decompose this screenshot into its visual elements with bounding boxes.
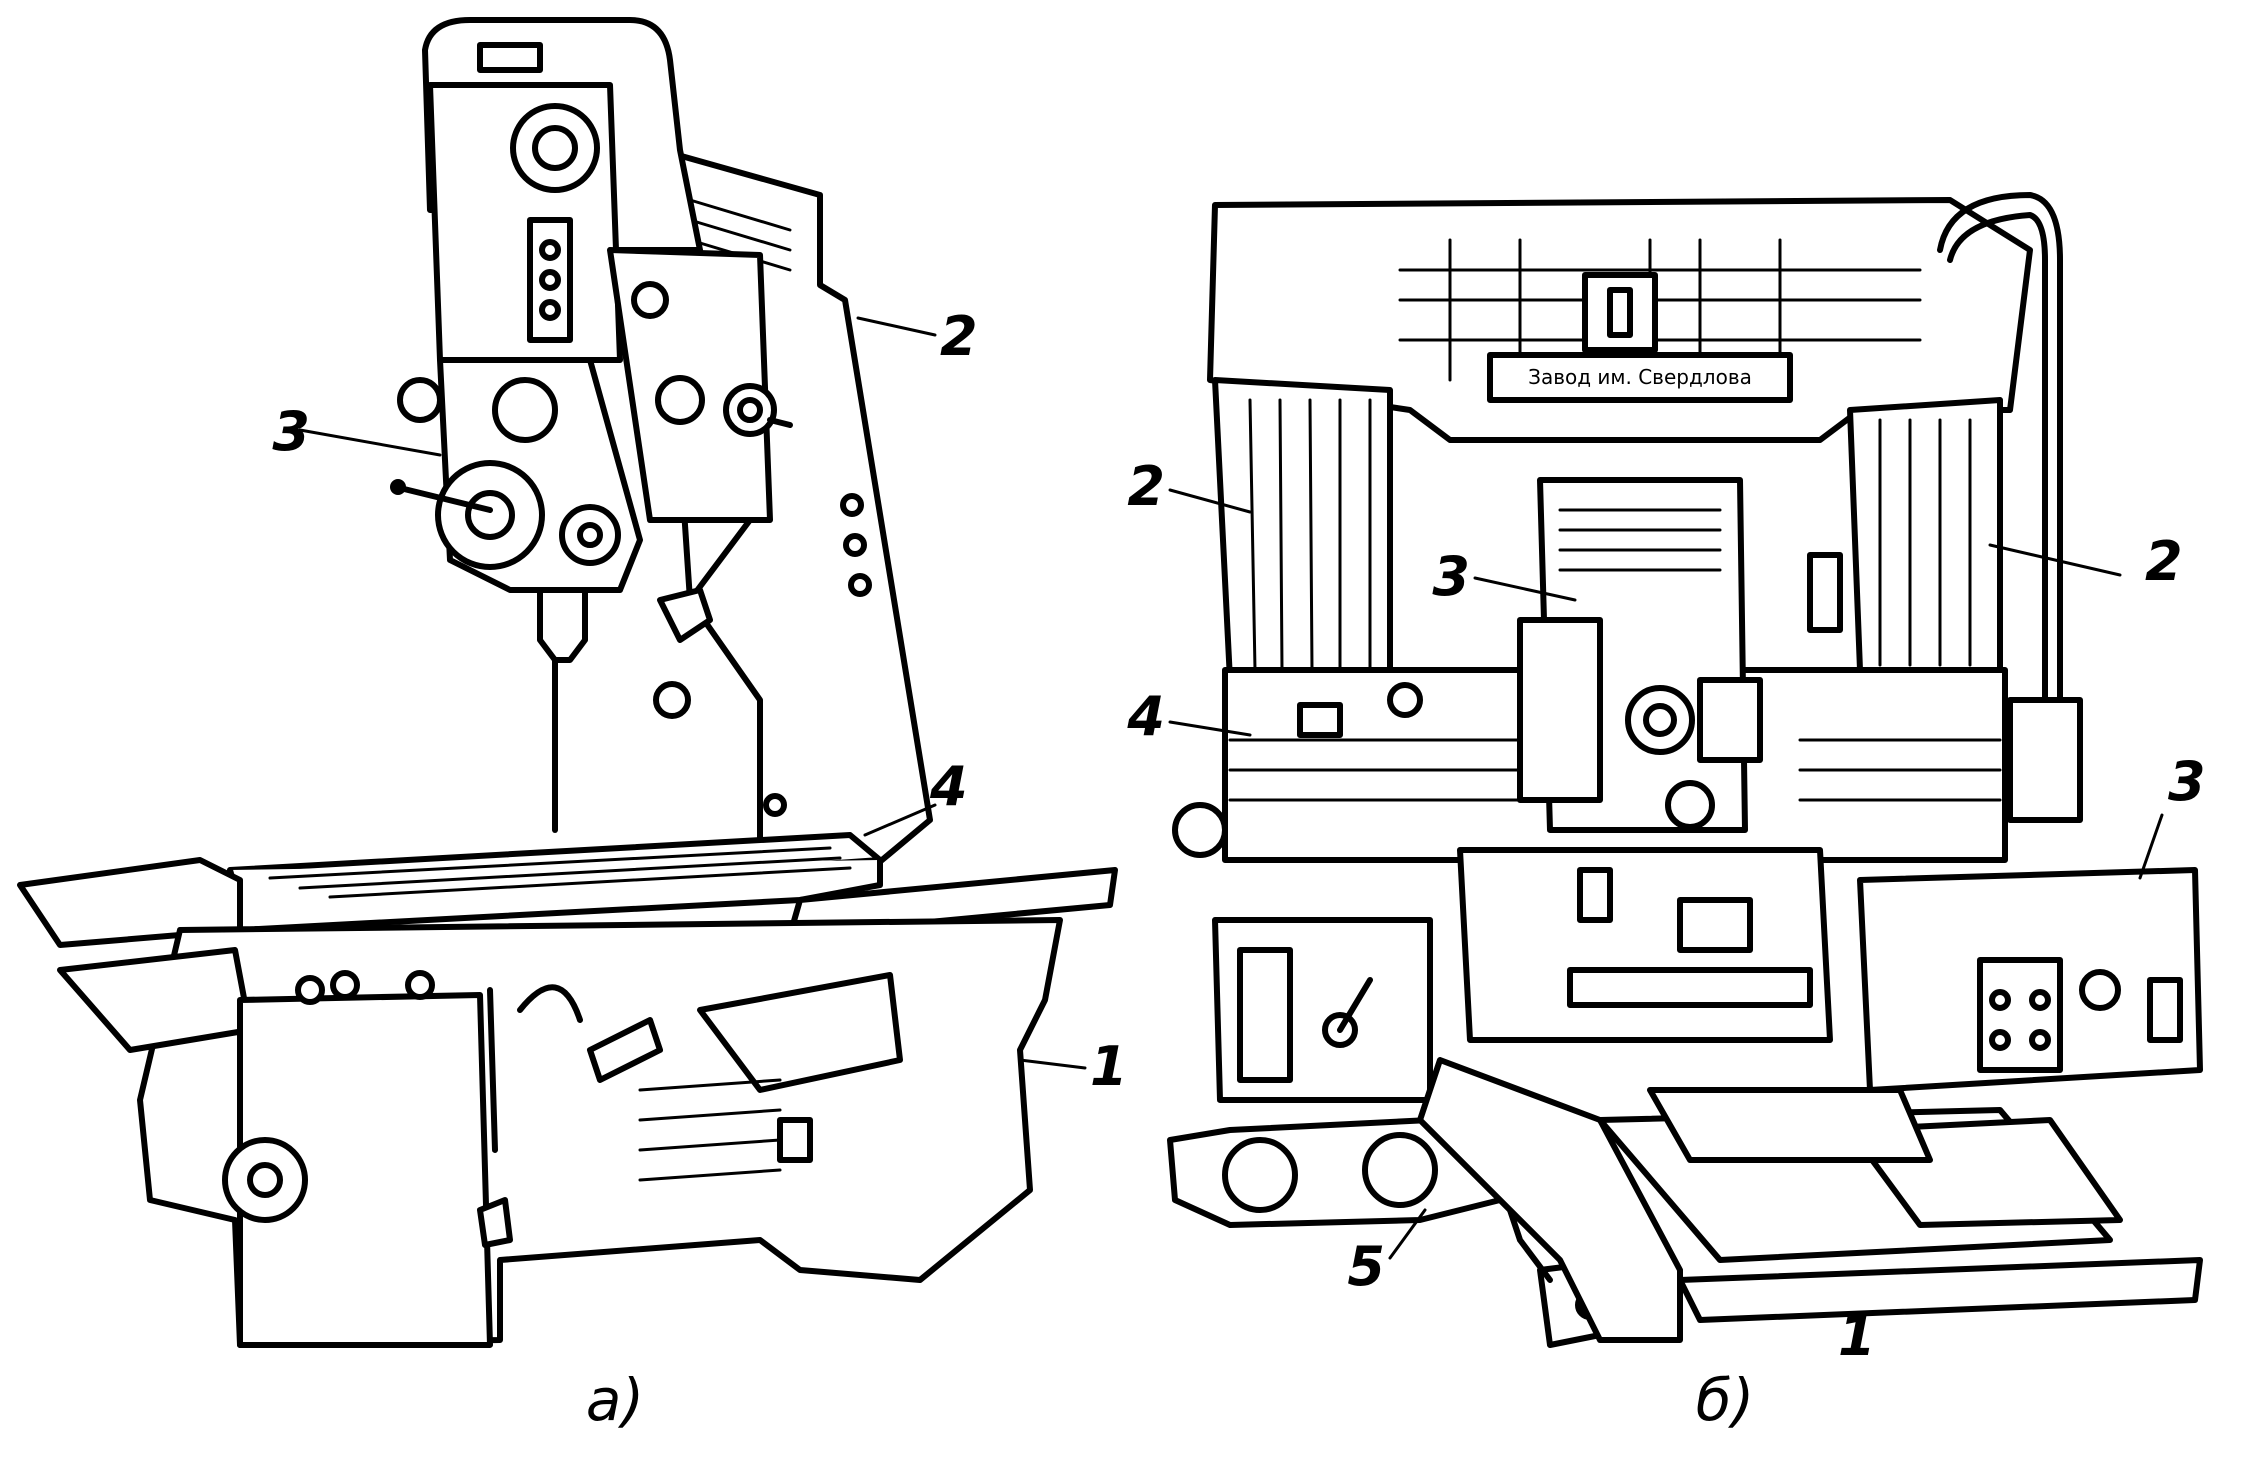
caption-b: б) bbox=[1696, 1366, 1754, 1434]
caption-a: а) bbox=[586, 1366, 644, 1434]
label-column-right: 2 bbox=[2145, 530, 2183, 593]
label-bed: 1 bbox=[1090, 1035, 1128, 1098]
label-control-panel: 3 bbox=[2168, 750, 2206, 813]
label-spindle-head: 3 bbox=[272, 400, 310, 463]
label-bed-b: 1 bbox=[1838, 1305, 1876, 1368]
label-column: 2 bbox=[940, 305, 978, 368]
label-column-left: 2 bbox=[1127, 455, 1165, 518]
maker-plate: Завод им. Свердлова bbox=[1528, 365, 1752, 389]
label-drive: 5 bbox=[1347, 1235, 1385, 1298]
machine-b-drawing: Завод им. Свердлова bbox=[1167, 192, 2203, 1348]
label-table: 4 bbox=[929, 755, 968, 818]
label-crossbeam: 4 bbox=[1126, 685, 1165, 748]
machine-a-drawing bbox=[17, 17, 1118, 1348]
label-head-main: 3 bbox=[1432, 545, 1470, 608]
